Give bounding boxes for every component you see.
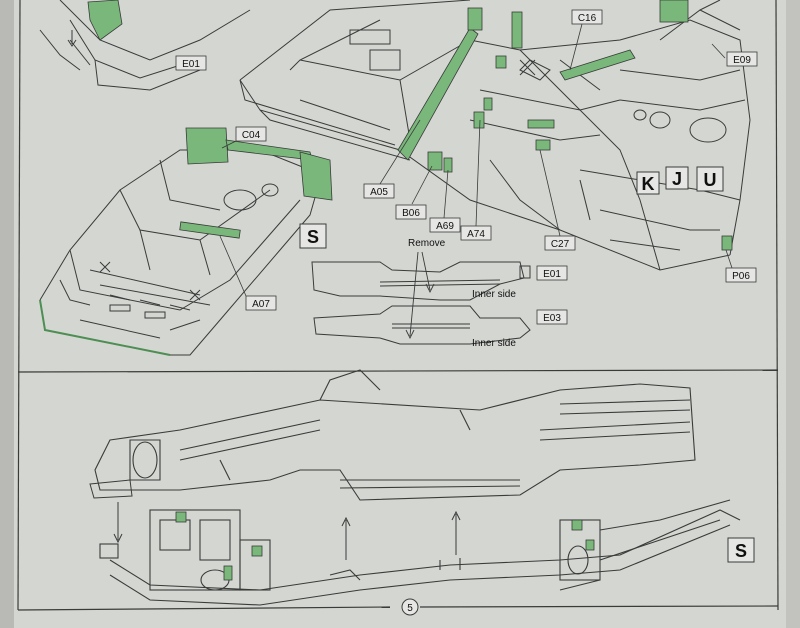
letter-k: K [636,171,660,195]
side-rail-e03 [313,305,531,345]
label-c27: C27 [544,235,576,251]
label-p06: P06 [725,267,757,283]
label-e01-top: E01 [175,55,207,71]
label-e01-side: E01 [536,265,568,281]
svg-text:A69: A69 [436,221,454,232]
green-part-c16 [559,49,636,81]
svg-text:K: K [642,174,655,194]
page-number: 5 [401,598,419,616]
label-c04: C04 [235,126,267,142]
green-part-a07 [179,221,241,239]
green-part-top-center [467,7,523,49]
frame-side-front-tab [89,479,133,499]
note-remove: Remove [408,238,446,249]
green-part-top-right [659,0,689,23]
green-part-b06 [427,151,453,173]
svg-text:A07: A07 [252,299,270,310]
label-a74: A74 [460,225,492,241]
label-a07: A07 [245,295,277,311]
chassis-with-suspension [99,499,741,606]
side-rail-e01 [311,261,525,301]
letter-j: J [665,166,689,190]
svg-text:E01: E01 [182,59,200,70]
leader-lines-top [379,23,733,269]
svg-text:A05: A05 [370,187,388,198]
green-part-c27 [527,119,555,151]
label-a69: A69 [429,217,461,233]
svg-text:5: 5 [407,603,413,614]
svg-text:P06: P06 [732,271,750,282]
svg-text:U: U [704,170,717,190]
page-frame [17,0,779,611]
leader-lines-left [219,139,247,297]
assembly-arrows-bottom [113,502,461,560]
svg-text:S: S [307,227,319,247]
green-edge-s [39,299,171,356]
svg-text:E01: E01 [543,269,561,280]
svg-text:A74: A74 [467,229,485,240]
svg-text:B06: B06 [402,208,420,219]
letter-u: U [696,166,724,192]
svg-text:C27: C27 [551,239,570,250]
remove-arrows [405,251,435,340]
frame-side-view [94,369,696,501]
svg-text:J: J [672,169,682,189]
arrow-top-left [67,30,77,47]
label-a05: A05 [363,183,395,199]
green-parts-bottom [175,511,595,581]
svg-text:E09: E09 [733,55,751,66]
note-inner-side-1: Inner side [472,289,516,300]
label-e09: E09 [726,51,758,67]
note-inner-side-2: Inner side [472,338,516,349]
label-c16: C16 [571,9,603,25]
label-e03: E03 [536,309,568,325]
letter-s-bottom: S [727,537,755,563]
letter-s-top: S [299,223,327,249]
svg-text:S: S [735,541,747,561]
green-part-a69-a74 [473,55,507,129]
svg-text:C04: C04 [242,130,261,141]
frame-fragment-top-left [39,0,251,91]
side-rail-e01-tab [519,265,531,279]
green-part-p06 [721,235,733,251]
svg-text:E03: E03 [543,313,561,324]
green-part-c04 [185,127,333,201]
green-part-a05 [397,27,479,161]
label-b06: B06 [395,204,427,220]
paper-shadow-left [0,0,14,628]
green-part-top-left [87,0,123,41]
paper-shadow-right [786,0,800,628]
svg-text:C16: C16 [578,13,597,24]
